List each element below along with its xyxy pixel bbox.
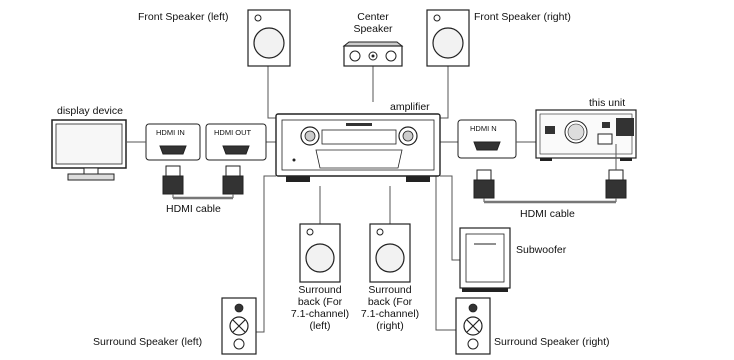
surround-back-left-label-1: Surround [298,284,342,296]
surround-back-right-label-2: back (For [367,296,413,308]
surround-back-left-label-2: back (For [297,296,343,308]
hdmi-cable-right [473,144,627,204]
surround-speaker-right [455,297,491,355]
hdmi-cable-right-label: HDMI cable [520,208,575,220]
surround-back-right-label-3: 7.1-channel) [360,308,420,320]
front-speaker-left-label: Front Speaker (left) [138,11,229,23]
subwoofer-box [459,227,511,292]
hdmi-out-port-label: HDMI OUT [214,128,252,137]
surround-speaker-left [221,297,257,355]
surround-back-right-speaker [369,223,411,283]
surround-back-left-speaker [299,223,341,283]
this-unit-device [535,109,637,161]
front-speaker-left [247,9,291,67]
center-speaker-label-line1: Center [357,11,389,23]
front-speaker-right-label: Front Speaker (right) [474,11,571,23]
center-speaker-label-line2: Speaker [353,23,393,35]
this-unit-label: this unit [589,97,626,109]
hdmi-out-box [205,123,267,161]
surround-speaker-right-label: Surround Speaker (right) [494,336,610,348]
surround-back-left-label-3: 7.1-channel) [290,308,350,320]
front-speaker-right [426,9,470,67]
hdmi-cable-left-label: HDMI cable [166,203,221,215]
unit-hdmi-in-port-label: HDMI N [470,124,497,133]
hdmi-cable-left [162,165,244,200]
display-device [51,119,127,181]
amplifier-unit [275,113,441,182]
surround-back-right-label-1: Surround [368,284,412,296]
subwoofer-label: Subwoofer [516,244,567,256]
hdmi-in-box [126,123,201,161]
center-speaker [342,41,404,67]
surround-back-right-label-4: (right) [376,320,404,332]
surround-back-left-label-4: (left) [309,320,331,332]
surround-speaker-left-label: Surround Speaker (left) [93,336,203,348]
amplifier-label: amplifier [390,101,430,113]
hdmi-in-port-label: HDMI IN [156,128,185,137]
display-device-label: display device [57,105,123,117]
unit-hdmi-in-box [457,119,536,159]
